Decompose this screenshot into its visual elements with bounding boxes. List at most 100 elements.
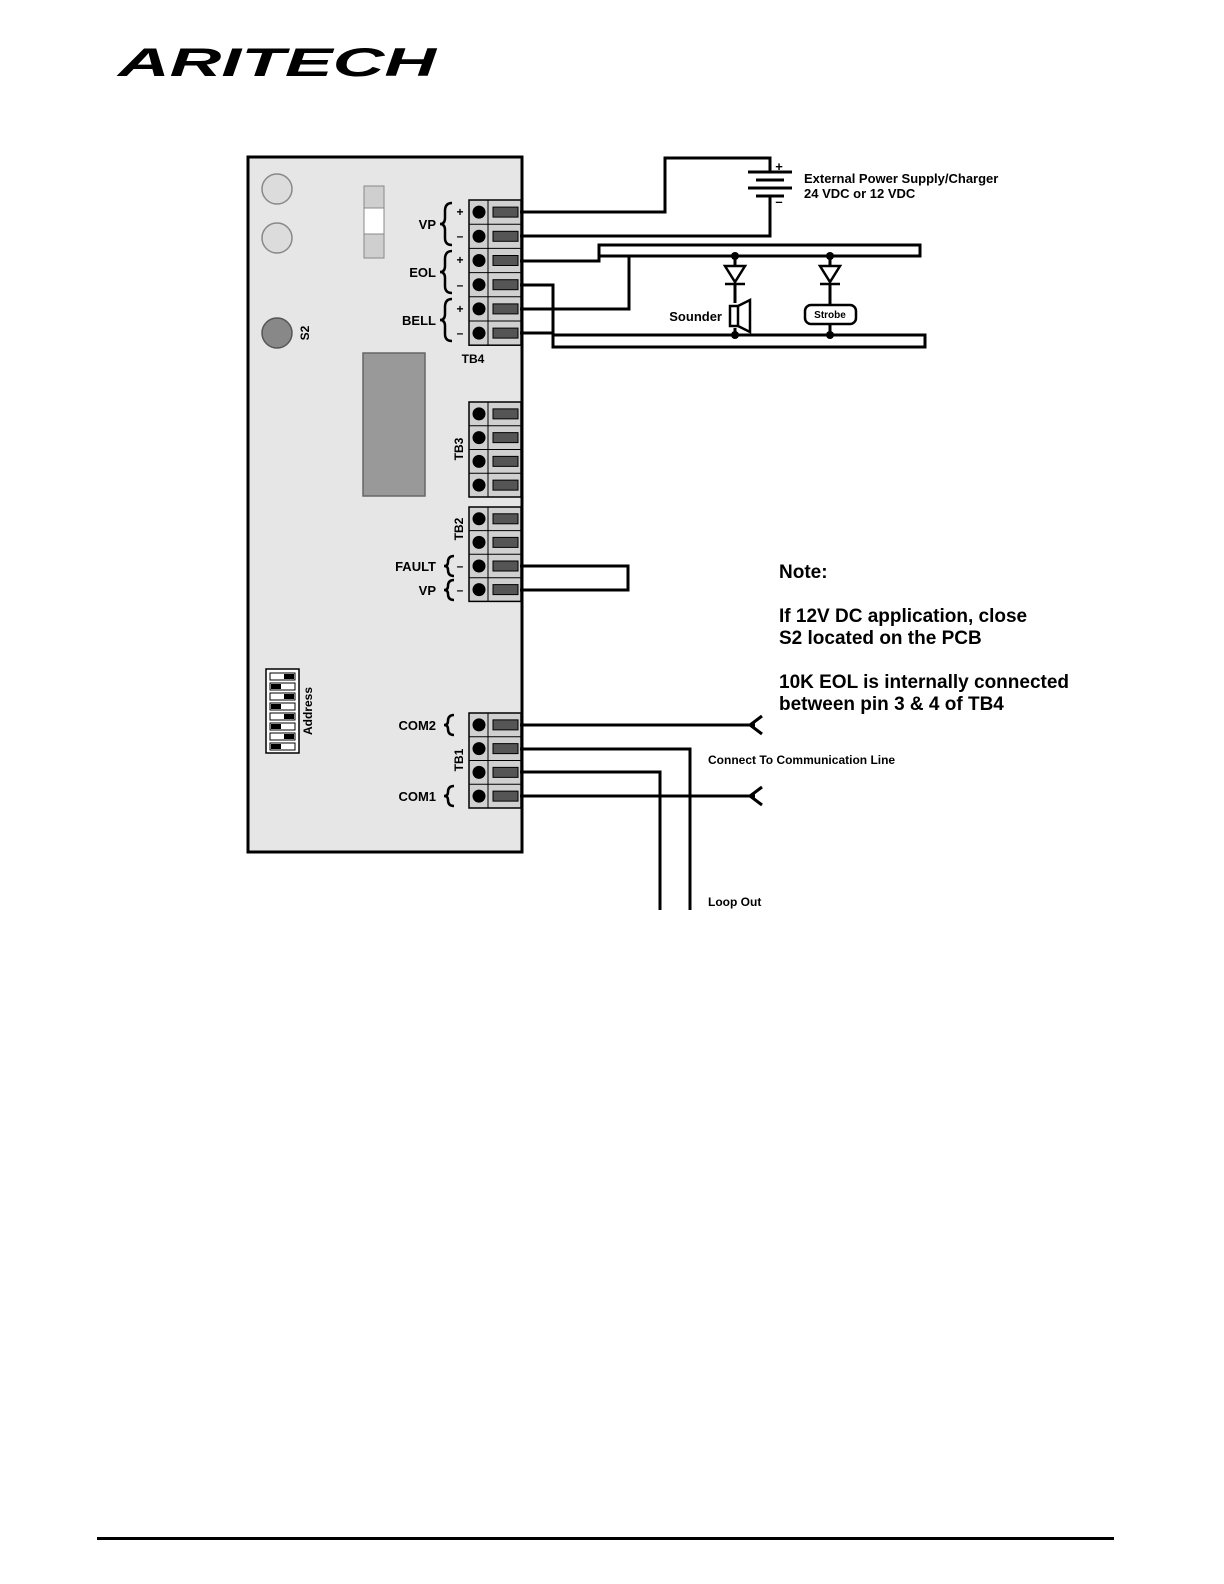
tb3-block-pin: [492, 432, 519, 444]
tb4-sign-2: –: [457, 229, 464, 243]
wiring: [520, 156, 927, 910]
wire-eol-plus: [520, 243, 922, 263]
com1-label: COM1: [398, 789, 436, 804]
tb4-block-screw: [472, 229, 486, 243]
tb4-block-screw: [472, 205, 486, 219]
tb3-block-screw: [472, 478, 486, 492]
tb2-block-pin: [492, 560, 519, 572]
dip-switch-slot: [269, 742, 296, 751]
tb2-block-pin: [492, 536, 519, 548]
wire-fault-loop: [520, 564, 630, 592]
address-label: Address: [301, 687, 315, 735]
tb4-block-pin: [492, 303, 519, 315]
board-switch: [363, 185, 385, 259]
tb3-block-pin: [492, 455, 519, 467]
tb4-block-pin: [492, 327, 519, 339]
board-led-2: [261, 222, 293, 254]
note-block: Note: If 12V DC application, close S2 lo…: [779, 562, 1139, 716]
power-supply-line2: 24 VDC or 12 VDC: [804, 186, 916, 201]
strobe-label: Strobe: [814, 310, 846, 321]
tb2-block-screw: [472, 559, 486, 573]
tb4-vp-label: VP: [419, 217, 437, 232]
dip-switch-toggle: [271, 724, 281, 729]
s2-jumper: [261, 317, 293, 349]
tb4-block-screw: [472, 326, 486, 340]
tb3-block-screw: [472, 407, 486, 421]
comm-arrow-bottom: [747, 785, 763, 807]
dip-switch-slot: [269, 682, 296, 691]
tb2-sign-1: –: [457, 559, 464, 573]
tb4-block-pin: [492, 255, 519, 266]
address-dip-switch: [265, 668, 300, 754]
tb4-block-screw: [472, 254, 486, 267]
tb3-block-screw: [472, 454, 486, 468]
dip-switch-toggle: [284, 694, 294, 699]
tb2-block-pin: [492, 513, 519, 525]
comm-line-label: Connect To Communication Line: [708, 753, 895, 767]
junction-sounder-bottom: [731, 331, 739, 339]
tb4-block-pin: [492, 230, 519, 242]
tb4-sign-4: –: [457, 278, 464, 292]
battery-minus: –: [775, 194, 782, 209]
wire-eol-minus: [520, 283, 927, 349]
junction-strobe-top: [826, 252, 834, 260]
note-title: Note:: [779, 562, 828, 583]
terminal-braces: [439, 201, 455, 808]
tb4-block-screw: [472, 278, 486, 292]
tb2-block-screw: [472, 583, 486, 597]
note-line-4: between pin 3 & 4 of TB4: [779, 694, 1004, 715]
dip-switch-toggle: [271, 684, 281, 689]
brand-logo-text: ARITECH: [116, 41, 438, 85]
strobe-device: [803, 303, 858, 326]
tb1-block-pin: [492, 766, 519, 778]
junction-dots: [731, 252, 834, 339]
diode-sounder-icon: [722, 264, 748, 286]
tb1-block-pin: [492, 790, 519, 802]
wire-com2-b: [520, 747, 692, 910]
tb1-block-screw: [472, 765, 486, 779]
tb1-block-screw: [472, 742, 486, 756]
com2-label: COM2: [398, 718, 436, 733]
board-chip: [362, 352, 426, 497]
wire-bell-plus: [520, 256, 631, 311]
tb4-label: TB4: [462, 352, 485, 366]
dip-switch-slot: [269, 732, 296, 741]
tb2-block-screw: [472, 512, 486, 526]
dip-switch-slot: [269, 692, 296, 701]
tb4-block-screw: [472, 302, 486, 316]
dip-switch-toggle: [284, 714, 294, 719]
tb4-sign-5: +: [456, 302, 463, 316]
comm-arrow-top: [747, 714, 763, 736]
tb3-label: TB3: [452, 437, 466, 460]
tb2-block-pin: [492, 584, 519, 596]
s2-label: S2: [298, 325, 312, 340]
note-line-1: If 12V DC application, close: [779, 606, 1028, 627]
wire-vp-minus: [520, 197, 772, 238]
tb1-block-pin: [492, 743, 519, 755]
dip-switch-toggle: [271, 744, 281, 749]
tb1-label: TB1: [452, 748, 466, 771]
dip-switch-toggle: [284, 734, 294, 739]
dip-switch-slot: [269, 672, 296, 681]
dip-switch-slot: [269, 712, 296, 721]
junction-strobe-bottom: [826, 331, 834, 339]
tb1-block-screw: [472, 718, 486, 732]
tb2-vp-label: VP: [419, 583, 437, 598]
dip-switch-toggle: [284, 674, 294, 679]
sounder-label: Sounder: [669, 309, 722, 324]
wire-vp-plus: [520, 156, 772, 214]
tb2-block-screw: [472, 535, 486, 549]
dip-switch-toggle: [271, 704, 281, 709]
tb4-eol-label: EOL: [409, 265, 436, 280]
tb3-block-pin: [492, 408, 519, 420]
note-line-3: 10K EOL is internally connected: [779, 672, 1070, 693]
tb4-sign-3: +: [456, 253, 463, 267]
dip-switch-slot: [269, 702, 296, 711]
tb3-block-screw: [472, 431, 486, 445]
tb4-block-pin: [492, 279, 519, 291]
tb1-block-pin: [492, 719, 519, 731]
diode-strobe-icon: [817, 264, 843, 286]
tb2-sign-2: –: [457, 583, 464, 597]
tb4-sign-1: +: [456, 205, 463, 219]
